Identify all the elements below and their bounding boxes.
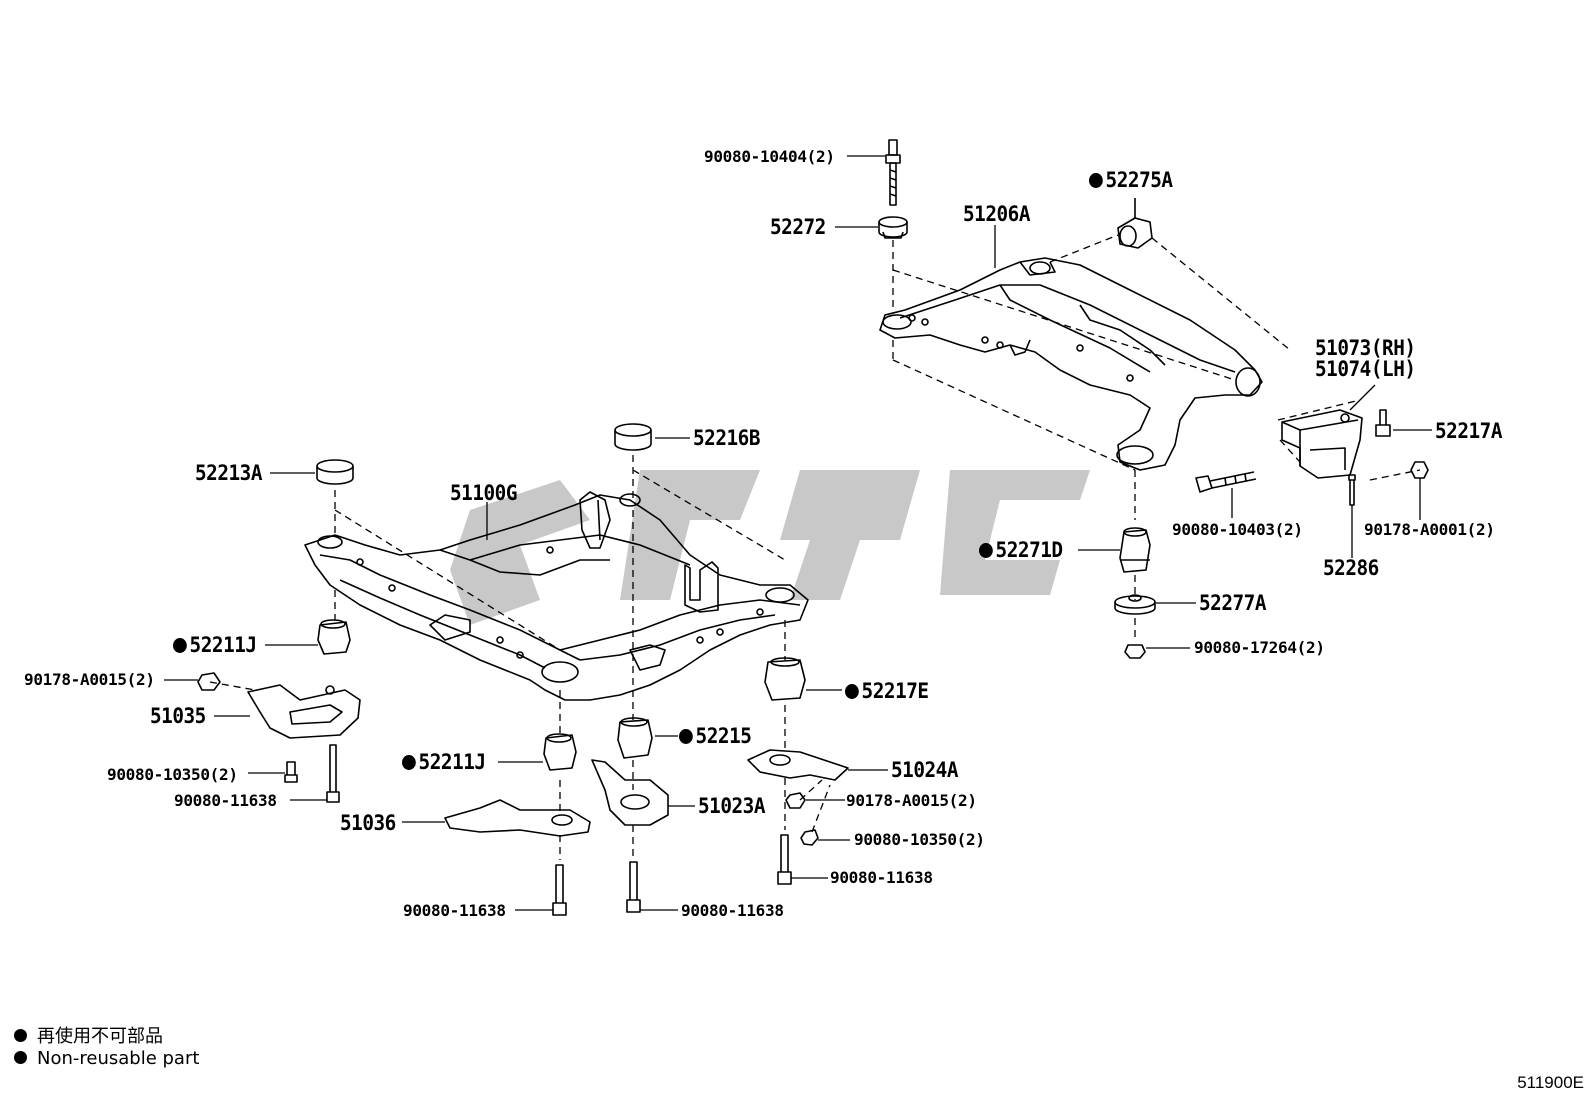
non-reusable-dot-icon <box>402 755 416 770</box>
label-51024A: 51024A <box>891 758 959 782</box>
label-90178-A0015-right: 90178-A0015(2) <box>846 791 977 810</box>
non-reusable-dot-icon <box>173 638 187 653</box>
legend-text-japanese: 再使用不可部品 <box>37 1026 163 1047</box>
diagram-code: 511900E <box>1517 1073 1584 1092</box>
watermark-logo <box>450 470 1090 625</box>
label-90080-17264: 90080-17264(2) <box>1194 638 1325 657</box>
label-text: 52215 <box>695 724 752 748</box>
front-guide-lines <box>209 455 831 860</box>
non-reusable-dot-icon <box>14 1029 27 1042</box>
label-51023A: 51023A <box>698 794 766 818</box>
label-text: 52217E <box>861 679 929 703</box>
label-52215: 52215 <box>679 724 752 748</box>
label-90178-A0001: 90178-A0001(2) <box>1364 520 1495 539</box>
label-90080-11638-right: 90080-11638 <box>830 868 933 887</box>
non-reusable-dot-icon <box>845 684 859 699</box>
label-90080-10350-right: 90080-10350(2) <box>854 830 985 849</box>
label-text: 52211J <box>418 750 486 774</box>
non-reusable-dot-icon <box>979 543 993 558</box>
non-reusable-dot-icon <box>14 1051 27 1064</box>
non-reusable-dot-icon <box>679 729 693 744</box>
label-51035: 51035 <box>150 704 206 728</box>
label-51100G: 51100G <box>450 481 518 505</box>
leader-lines <box>164 155 1432 911</box>
label-90178-A0015-left: 90178-A0015(2) <box>24 670 155 689</box>
label-text: 52211J <box>189 633 257 657</box>
label-51206A: 51206A <box>963 202 1031 226</box>
label-90080-10404: 90080-10404(2) <box>704 147 835 166</box>
label-52286: 52286 <box>1323 556 1379 580</box>
label-52277A: 52277A <box>1199 591 1267 615</box>
label-52217E: 52217E <box>845 679 929 703</box>
label-51074-lh: 51074(LH) <box>1315 357 1416 381</box>
legend-line-japanese: 再使用不可部品 <box>14 1022 163 1048</box>
front-small-parts <box>197 423 849 916</box>
label-52272: 52272 <box>770 215 826 239</box>
label-90080-11638-bottom-1: 90080-11638 <box>403 901 506 920</box>
label-52217A: 52217A <box>1435 419 1503 443</box>
label-51073-rh: 51073(RH) <box>1315 336 1416 360</box>
rear-small-parts <box>878 139 1429 659</box>
linework <box>164 139 1432 916</box>
rear-suspension-crossmember <box>879 257 1263 471</box>
label-52211J-left: 52211J <box>173 633 257 657</box>
label-90080-10403: 90080-10403(2) <box>1172 520 1303 539</box>
label-text: 52275A <box>1105 168 1173 192</box>
rear-guide-lines <box>892 234 1421 640</box>
label-51036: 51036 <box>340 811 396 835</box>
legend-line-english: Non-reusable part <box>14 1048 199 1069</box>
non-reusable-dot-icon <box>1089 173 1103 188</box>
label-52275A: 52275A <box>1089 168 1173 192</box>
label-52213A: 52213A <box>195 461 263 485</box>
legend-text-english: Non-reusable part <box>37 1048 200 1069</box>
label-52216B: 52216B <box>693 426 761 450</box>
label-text: 52271D <box>995 538 1063 562</box>
label-90080-11638-left: 90080-11638 <box>174 791 277 810</box>
front-suspension-crossmember <box>304 491 809 701</box>
label-90080-11638-bottom-2: 90080-11638 <box>681 901 784 920</box>
label-90080-10350-left: 90080-10350(2) <box>107 765 238 784</box>
label-52211J-mid: 52211J <box>402 750 486 774</box>
label-52271D: 52271D <box>979 538 1063 562</box>
